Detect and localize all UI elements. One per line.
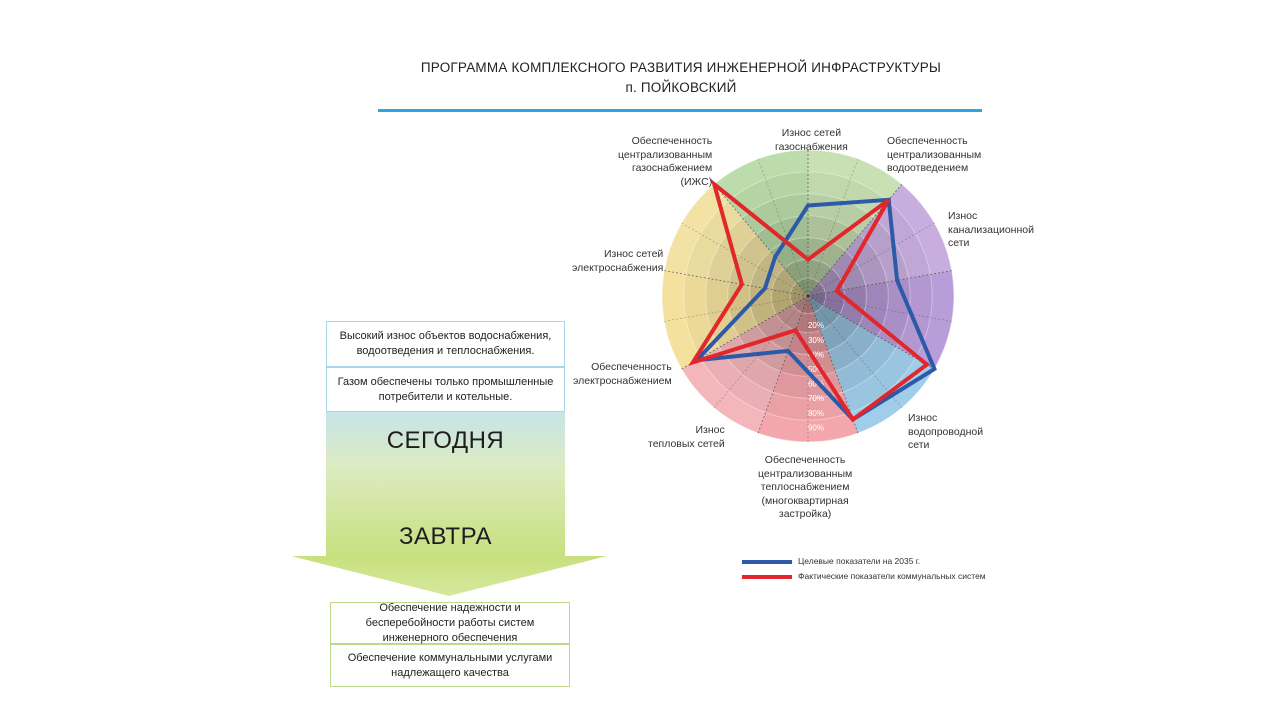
chart-title: ПРОГРАММА КОМПЛЕКСНОГО РАЗВИТИЯ ИНЖЕНЕРН… (380, 58, 982, 98)
radar-sub-spoke (807, 222, 935, 297)
tick-label: 20% (808, 321, 824, 330)
tomorrow-label: ЗАВТРА (399, 523, 492, 550)
sector-heat-wear (681, 296, 808, 434)
today-box-1: Высокий износ объектов водоснабжения, во… (326, 321, 565, 367)
tomorrow-box-1: Обеспечение надежности и бесперебойности… (330, 602, 570, 644)
radar-sub-spoke (807, 158, 859, 297)
series-actual-line (688, 178, 931, 423)
today-label: СЕГОДНЯ (386, 427, 505, 454)
tick-label: 60% (808, 380, 824, 389)
title-line-2: п. ПОЙКОВСКИЙ (625, 80, 737, 95)
legend-actual-label: Фактические показатели коммунальных сист… (798, 571, 986, 581)
legend-actual-swatch (742, 575, 792, 579)
series-target-line (691, 197, 937, 423)
radar-sub-spoke (681, 222, 809, 297)
title-divider (378, 109, 982, 112)
legend-target-swatch (742, 560, 792, 564)
radar-tick-labels: 20% 30% 40% 50% 60% 70% 80% 90% (808, 321, 824, 432)
radar-spokes (664, 150, 952, 442)
sector-water-wear (808, 296, 935, 434)
sector-sewer-coverage (808, 184, 952, 296)
radar-sub-spoke (807, 295, 952, 322)
tick-label: 50% (808, 365, 824, 374)
tomorrow-box-2: Обеспечение коммунальными услугами надле… (330, 644, 570, 687)
radar-spoke (713, 183, 809, 297)
tick-label: 70% (808, 394, 824, 403)
today-box-2: Газом обеспечены только промышленные пот… (326, 367, 565, 412)
radar-spoke (807, 270, 952, 297)
title-line-1: ПРОГРАММА КОМПЛЕКСНОГО РАЗВИТИЯ ИНЖЕНЕРН… (420, 60, 942, 75)
legend-target-label: Целевые показатели на 2035 г. (798, 556, 921, 566)
sector-heat-coverage (758, 296, 858, 442)
radar-spoke (664, 270, 809, 297)
radar-sub-spoke (757, 158, 809, 297)
tick-label: 30% (808, 336, 824, 345)
radar-spoke (807, 295, 935, 370)
tick-label: 40% (808, 350, 824, 359)
radar-series (688, 178, 937, 423)
radar-spoke (757, 295, 809, 434)
tick-label: 90% (808, 423, 824, 432)
radar-sub-spoke (807, 295, 903, 409)
radar-sub-spoke (664, 295, 809, 322)
tick-label: 80% (808, 409, 824, 418)
radar-spoke (807, 295, 859, 434)
